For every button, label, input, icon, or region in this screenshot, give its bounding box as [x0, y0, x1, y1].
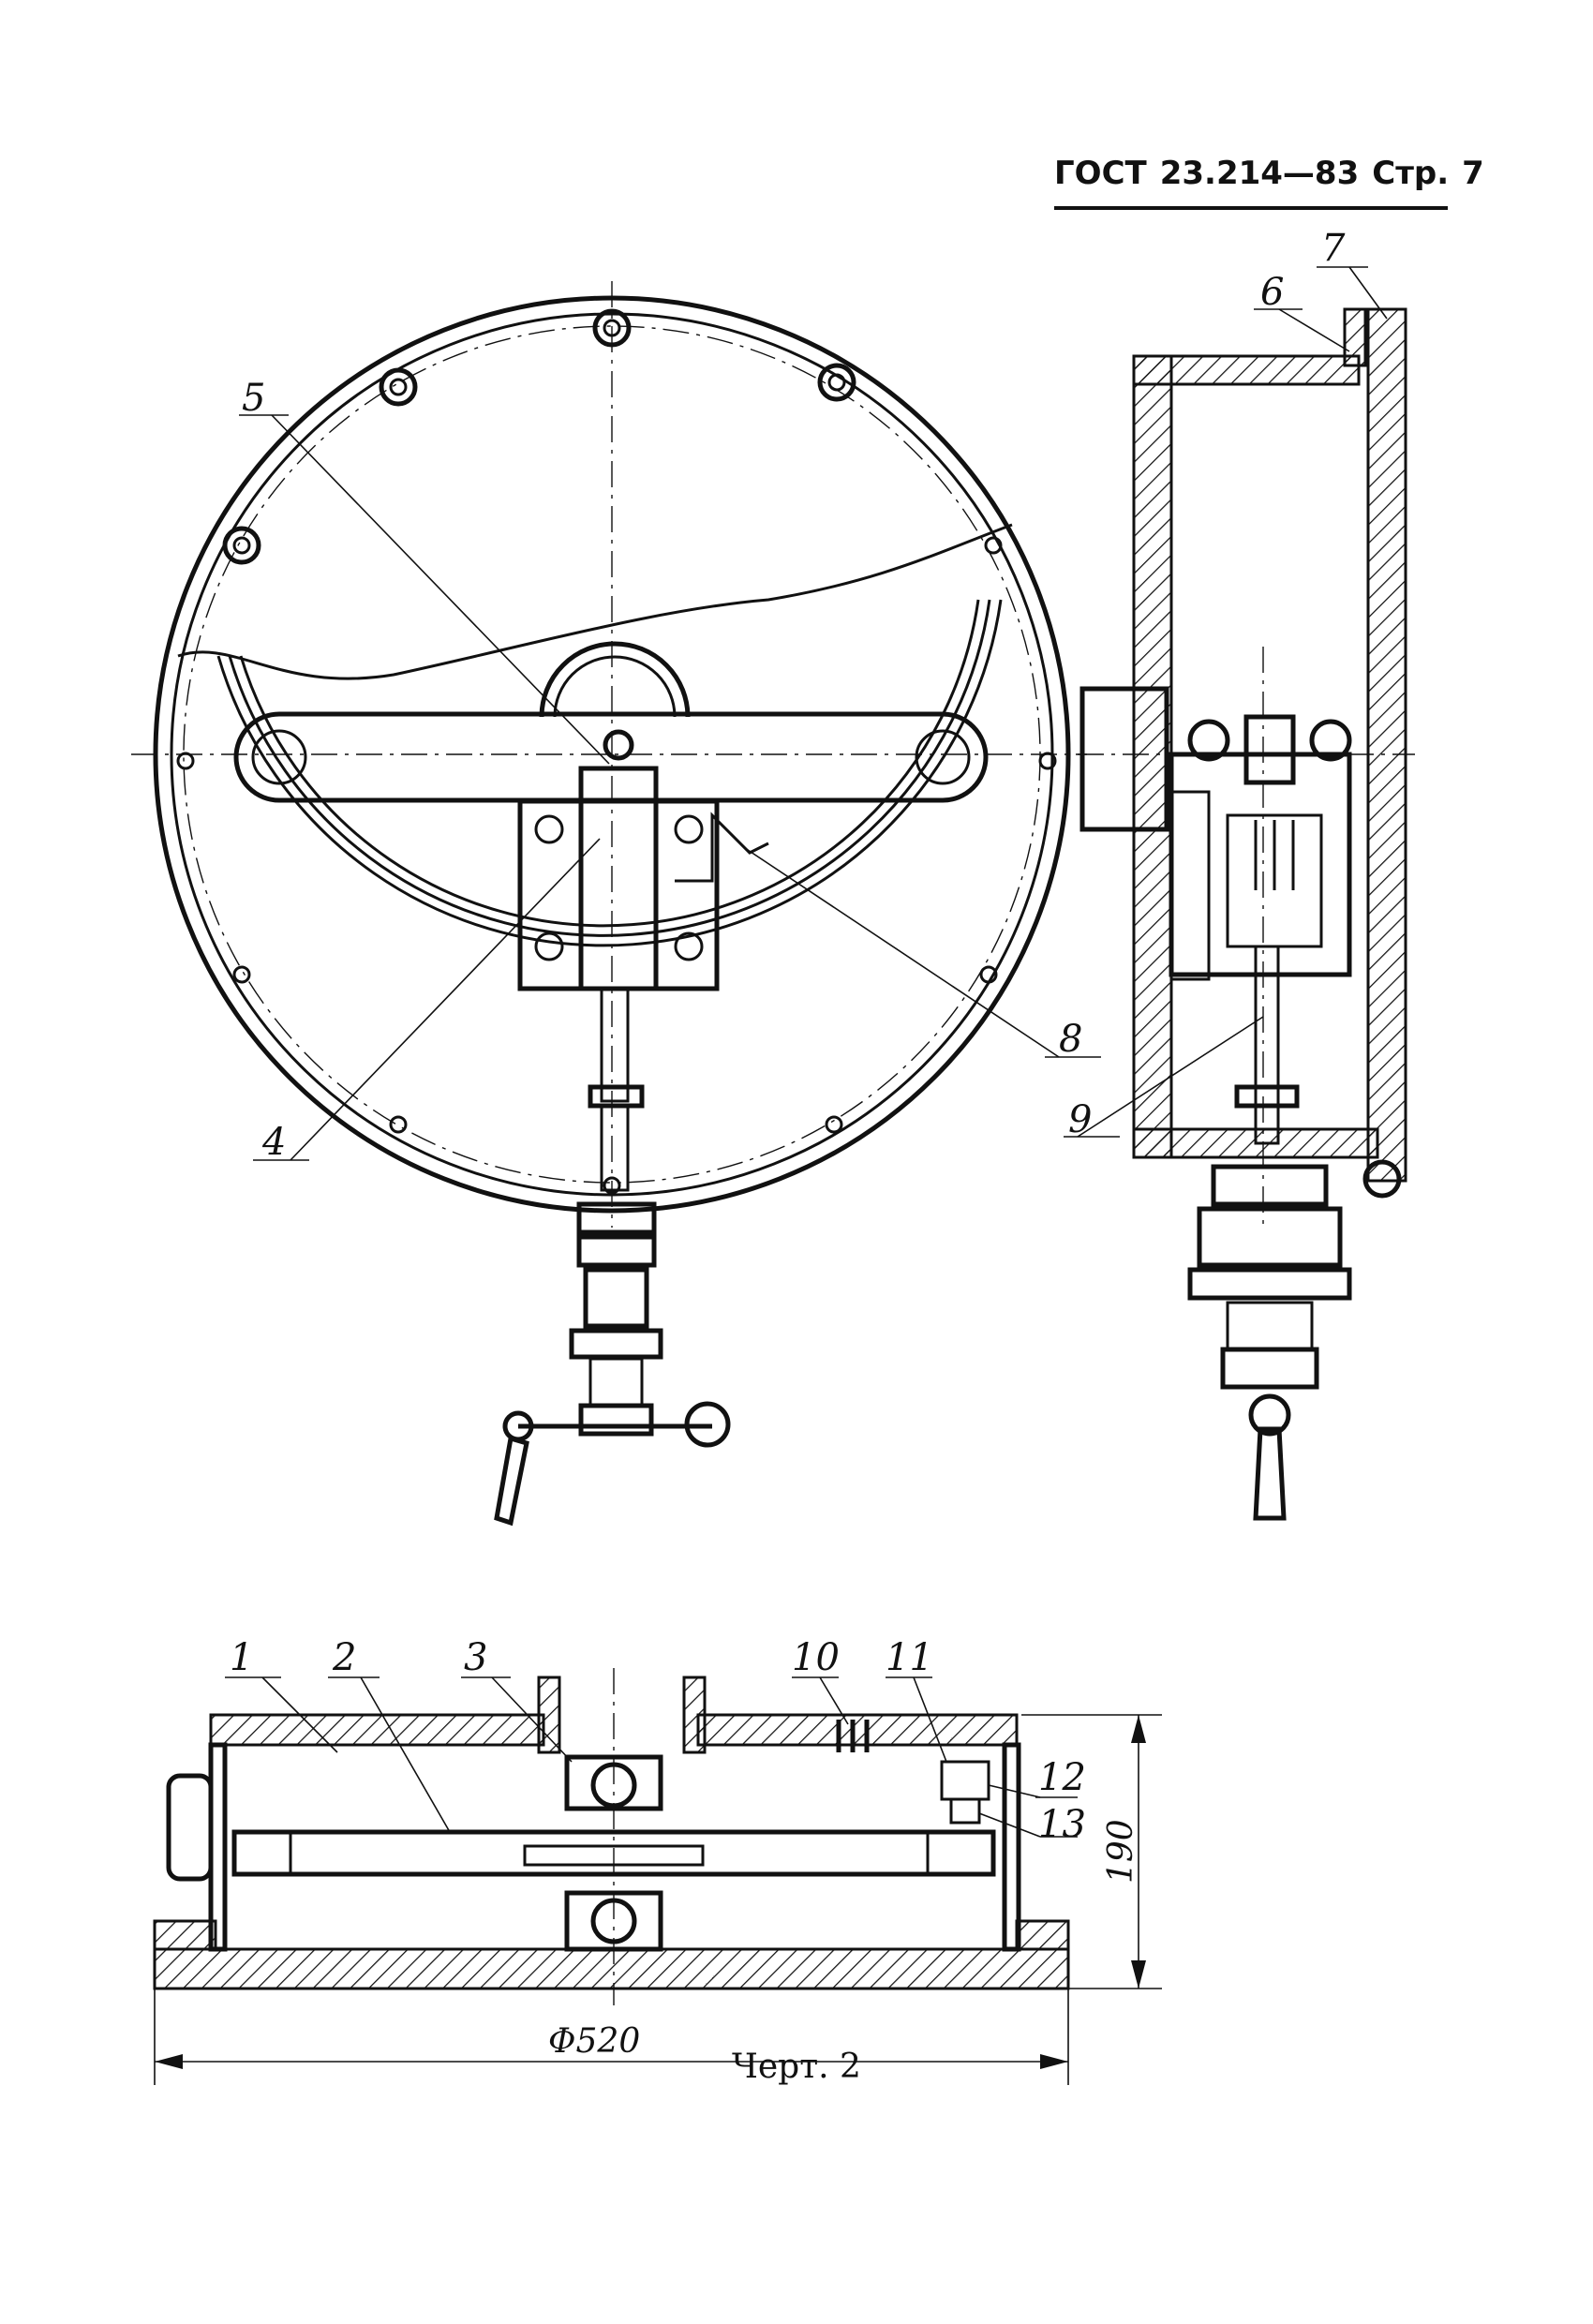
dim-height: 190 [1102, 1819, 1140, 1884]
header-page-number: 7 [1462, 155, 1484, 192]
label-4: 4 [261, 1121, 286, 1164]
front-rod [600, 987, 630, 1103]
figure-caption: Черт. 2 [732, 2048, 861, 2086]
latch [675, 812, 769, 883]
base-plate [153, 1947, 1070, 1990]
dimension-lines [154, 1714, 1162, 2085]
arm-left-hole [251, 729, 307, 785]
label-12: 12 [1038, 1756, 1086, 1799]
arm-right-hole [915, 729, 971, 785]
label-3: 3 [464, 1636, 487, 1679]
crank-handle [494, 1435, 529, 1527]
hub-arc-outer [539, 641, 691, 718]
label-13: 13 [1038, 1803, 1086, 1846]
label-11: 11 [886, 1636, 933, 1679]
crank-knob [684, 1401, 731, 1448]
label-10: 10 [792, 1636, 840, 1679]
outer-rim [153, 295, 1071, 1214]
side-shaft [1254, 945, 1280, 1145]
section-view [153, 1668, 1070, 2005]
arm-pivot [603, 729, 634, 761]
label-8: 8 [1059, 1018, 1082, 1061]
label-7: 7 [1321, 227, 1346, 270]
front-view [131, 281, 1087, 1527]
dim-diameter: Φ520 [548, 2022, 640, 2061]
label-9: 9 [1068, 1098, 1092, 1141]
page-header: ГОСТ 23.214—83 Стр. 7 [1054, 155, 1484, 192]
inner-ring-c [239, 599, 980, 928]
cover-left [209, 1713, 545, 1747]
header-page-label: Стр. [1372, 155, 1450, 192]
label-2: 2 [332, 1636, 356, 1679]
side-view [1078, 307, 1415, 1521]
label-6: 6 [1260, 271, 1284, 314]
hub-arc-inner [553, 655, 677, 718]
label-1: 1 [230, 1636, 253, 1679]
inner-ring-a [216, 599, 1003, 947]
header-standard: ГОСТ [1054, 155, 1147, 192]
housing-front-plate [1366, 307, 1407, 1183]
side-spout [1079, 686, 1169, 832]
housing-top-wall [1132, 354, 1361, 386]
leader-lines [225, 266, 1388, 1838]
bolt-circle [183, 325, 1041, 1184]
break-line [177, 523, 1013, 680]
rim-bolts [176, 308, 1057, 1195]
blade [231, 1829, 996, 1877]
header-rule [1054, 206, 1448, 210]
side-port [166, 1773, 214, 1882]
wall-right [1002, 1742, 1021, 1952]
label-5: 5 [242, 377, 265, 420]
side-handle [1253, 1426, 1287, 1521]
cover-right [696, 1713, 1019, 1747]
header-number: 23.214—83 [1159, 155, 1360, 192]
